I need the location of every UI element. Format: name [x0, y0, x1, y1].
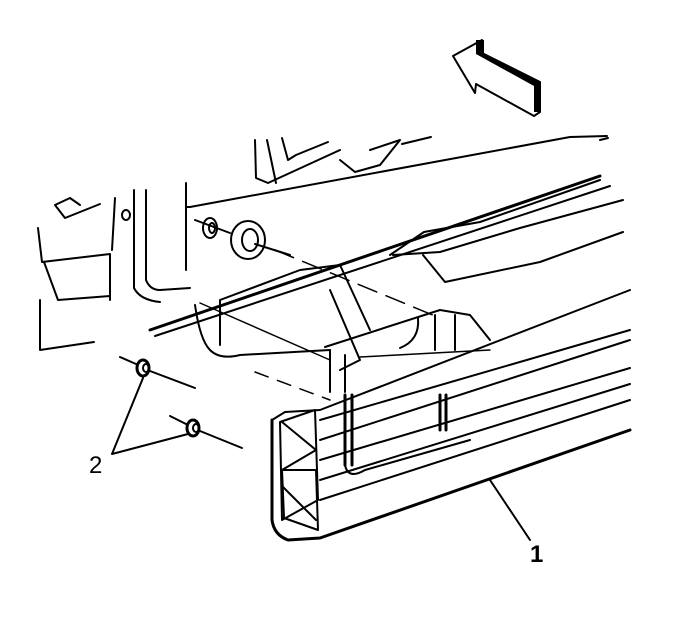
mounting-bracket — [194, 264, 491, 393]
alignment-lines — [199, 249, 491, 401]
vehicle-body-lines — [37, 135, 624, 351]
upper-fastener — [194, 217, 291, 260]
mounting-nuts — [111, 356, 243, 455]
front-of-vehicle-arrow-icon — [452, 39, 541, 117]
hitch-receiver-tube — [270, 289, 632, 542]
callout-1: 1 — [530, 541, 544, 568]
callout-2: 2 — [89, 452, 103, 479]
